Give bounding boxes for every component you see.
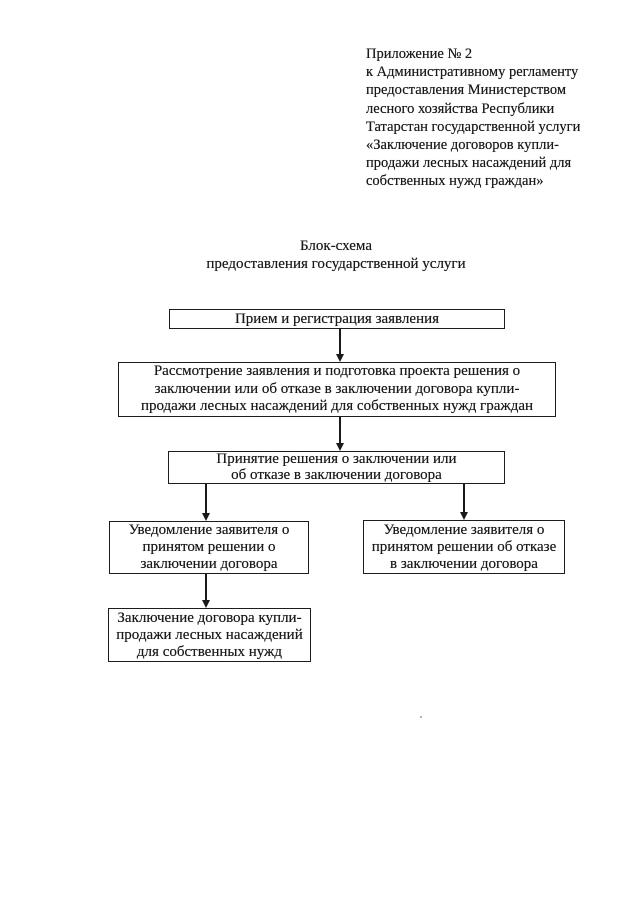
flow-box-review-draft-decision: Рассмотрение заявления и подготовка прое… bbox=[118, 362, 556, 417]
arrow-shaft bbox=[205, 573, 207, 601]
flow-box-decision: Принятие решения о заключении или об отк… bbox=[168, 451, 505, 484]
page-title: Блок-схема предоставления государственно… bbox=[206, 238, 466, 272]
flow-box-reception: Прием и регистрация заявления bbox=[169, 309, 505, 329]
arrow-head-icon bbox=[460, 512, 468, 520]
arrow-shaft bbox=[205, 484, 207, 514]
arrow-head-icon bbox=[336, 354, 344, 362]
arrow-head-icon bbox=[336, 443, 344, 451]
appendix-header: Приложение № 2 к Административному регла… bbox=[366, 46, 581, 190]
arrow-head-icon bbox=[202, 600, 210, 608]
arrow-shaft bbox=[463, 484, 465, 513]
scan-speck bbox=[420, 716, 422, 718]
flow-box-notify-conclusion: Уведомление заявителя о принятом решении… bbox=[109, 521, 309, 574]
flow-box-notify-refusal: Уведомление заявителя о принятом решении… bbox=[363, 520, 565, 574]
flow-box-contract-conclusion: Заключение договора купли- продажи лесны… bbox=[108, 608, 311, 662]
arrow-shaft bbox=[339, 328, 341, 355]
arrow-shaft bbox=[339, 417, 341, 444]
arrow-head-icon bbox=[202, 513, 210, 521]
